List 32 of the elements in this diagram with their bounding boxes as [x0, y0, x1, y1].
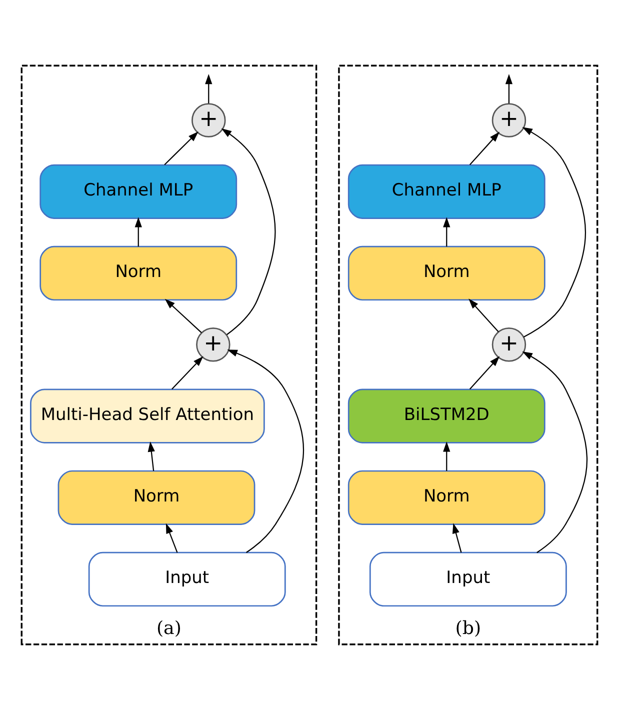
arrow — [443, 440, 450, 470]
node-box: Multi-Head Self Attention — [30, 388, 265, 443]
arrow — [164, 130, 198, 165]
node-box: Norm — [40, 245, 238, 300]
arrow — [221, 128, 276, 335]
arrow — [148, 441, 155, 471]
arrow — [452, 522, 462, 552]
node-box: Norm — [348, 470, 546, 524]
arrow — [227, 349, 304, 552]
arrow — [443, 216, 450, 246]
node-circle: + — [492, 102, 526, 137]
arrow — [205, 73, 212, 103]
arrow — [172, 356, 204, 390]
arrow — [522, 351, 588, 553]
arrow — [522, 126, 586, 337]
arrow — [134, 216, 142, 246]
node-box: Input — [369, 551, 567, 606]
arrow — [469, 131, 500, 165]
node-box: BiLSTM2D — [348, 388, 546, 443]
node-circle: + — [192, 102, 226, 137]
node-box: Channel MLP — [40, 164, 238, 218]
arrow — [505, 73, 513, 103]
arrow — [469, 356, 500, 390]
arrow — [164, 298, 202, 333]
node-circle: + — [492, 327, 526, 362]
node-circle: + — [196, 327, 230, 362]
node-box: Channel MLP — [348, 164, 546, 218]
node-box: Norm — [348, 245, 546, 300]
arrow — [468, 298, 499, 332]
node-box: Norm — [58, 470, 256, 524]
arrow — [166, 522, 178, 552]
node-box: Input — [88, 551, 286, 606]
